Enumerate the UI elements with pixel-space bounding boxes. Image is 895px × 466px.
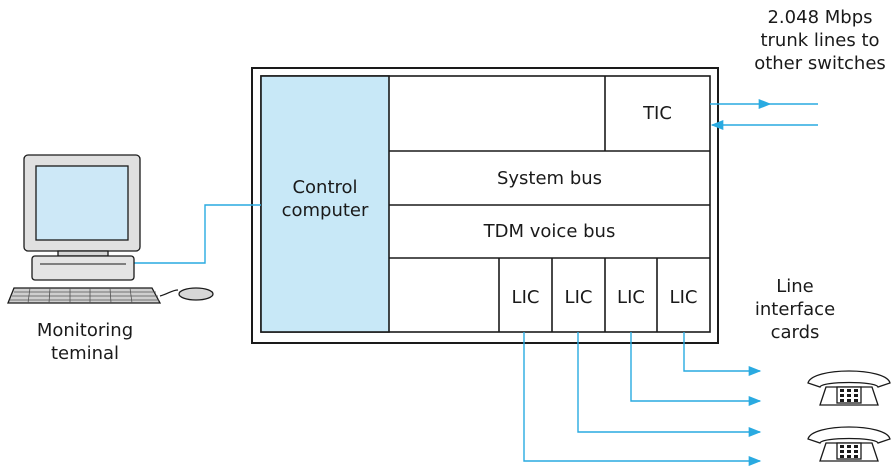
trunk-label-line-1: 2.048 Mbps (767, 7, 873, 28)
trunk-label-line-3: other switches (754, 53, 886, 74)
lic-line-3 (630, 332, 762, 407)
control-computer-line-2: computer (281, 200, 369, 221)
lic-line-4 (683, 332, 762, 377)
monitoring-terminal-label: Monitoring teminal (0, 319, 170, 365)
line-cards-label-line-3: cards (770, 322, 820, 343)
control-computer-block (260, 75, 390, 333)
line-cards-label-line-1: Line (776, 276, 814, 297)
lic-card-label: LIC (564, 287, 593, 308)
telephone-icon (807, 370, 891, 406)
control-computer-line-1: Control (292, 177, 358, 198)
lic-line-2 (577, 332, 762, 438)
lic-line-1 (523, 332, 762, 466)
trunk-lines-label: 2.048 Mbps trunk lines to other switches (745, 6, 895, 75)
lic-card-label: LIC (511, 287, 540, 308)
telephone-icon (807, 426, 891, 462)
tdm-voice-bus-label: TDM voice bus (483, 221, 616, 242)
line-cards-label-line-2: interface (754, 299, 836, 320)
control-computer-label: Control computer (261, 176, 389, 222)
computer-terminal-icon (7, 154, 214, 304)
terminal-label-line-2: teminal (50, 343, 120, 364)
trunk-label-line-2: trunk lines to (760, 30, 880, 51)
tic-label: TIC (643, 103, 672, 124)
terminal-connection-line (131, 204, 261, 264)
lic-card-label: LIC (669, 287, 698, 308)
line-interface-cards-label: Line interface cards (740, 275, 850, 344)
lic-card-label: LIC (617, 287, 645, 308)
system-bus-label: System bus (496, 168, 603, 189)
terminal-label-line-1: Monitoring (36, 320, 134, 341)
